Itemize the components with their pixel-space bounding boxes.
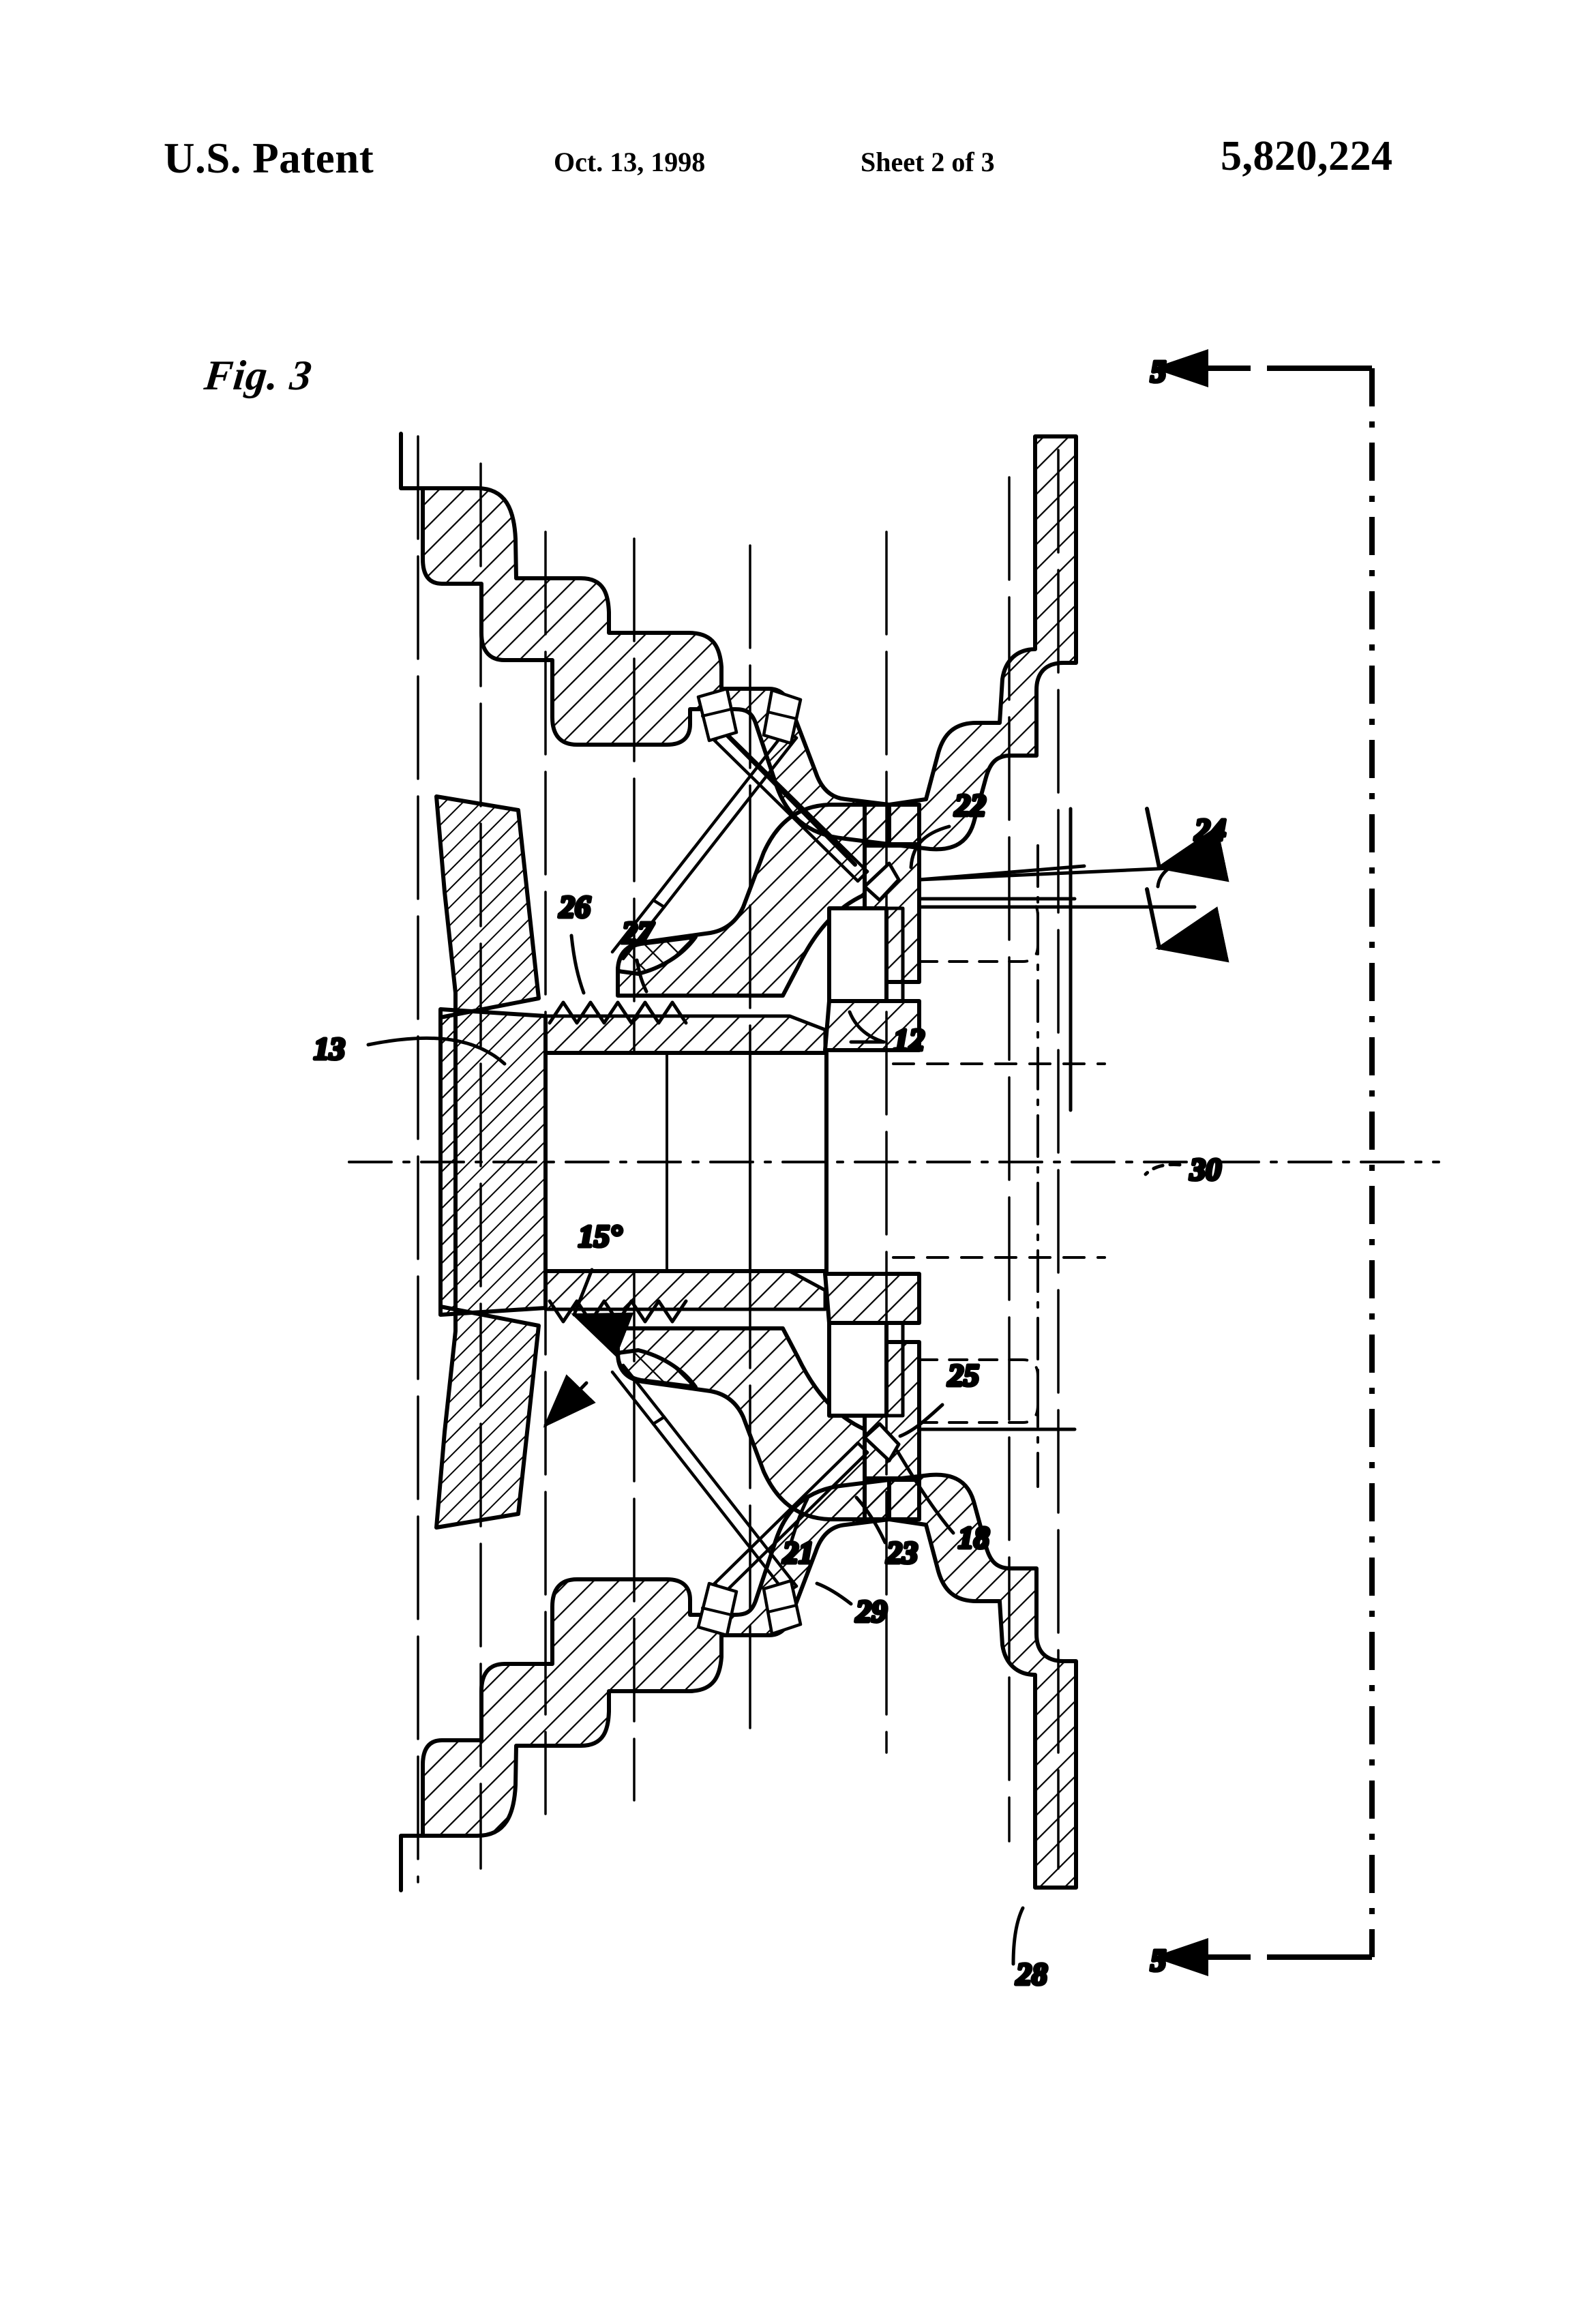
hub-shell-lower bbox=[616, 1272, 921, 1521]
patent-number: 5,820,224 bbox=[1221, 133, 1393, 179]
ref-23: 23 bbox=[886, 1535, 918, 1570]
ref-30: 30 bbox=[1189, 1152, 1221, 1187]
section-label-bottom: 5 bbox=[1150, 1943, 1166, 1978]
patent-header: U.S. Patent Oct. 13, 1998 Sheet 2 of 3 5… bbox=[0, 133, 1582, 195]
section-arrow-top bbox=[1152, 349, 1208, 387]
ref-24: 24 bbox=[1194, 812, 1226, 847]
patent-office-title: U.S. Patent bbox=[164, 134, 374, 182]
ref-13: 13 bbox=[314, 1031, 345, 1066]
dimension-24 bbox=[917, 807, 1229, 963]
bearing-upper bbox=[827, 906, 889, 1003]
hub-flange bbox=[434, 794, 548, 1530]
spokes-lower bbox=[610, 1363, 869, 1637]
leader-30 bbox=[1144, 1163, 1182, 1176]
ref-22: 22 bbox=[954, 788, 986, 822]
ref-21: 21 bbox=[782, 1535, 814, 1570]
ref-15: 15° bbox=[578, 1219, 623, 1253]
ref-28: 28 bbox=[1015, 1956, 1047, 1991]
rim-upper-section bbox=[399, 432, 1078, 852]
sheet-number: Sheet 2 of 3 bbox=[861, 147, 995, 177]
ref-29: 29 bbox=[855, 1594, 887, 1628]
ref-12: 12 bbox=[893, 1022, 925, 1057]
ref-18: 18 bbox=[958, 1520, 989, 1555]
ref-26: 26 bbox=[558, 889, 591, 924]
reference-numerals: 12 13 15° 18 21 22 23 24 25 26 27 28 29 … bbox=[312, 786, 1228, 1993]
bearing-lower bbox=[827, 1321, 889, 1418]
patent-date: Oct. 13, 1998 bbox=[554, 147, 706, 177]
ref-27: 27 bbox=[621, 915, 655, 950]
hub-shell-upper bbox=[616, 803, 921, 1052]
section-label-top: 5 bbox=[1150, 354, 1166, 389]
ref-25: 25 bbox=[947, 1358, 979, 1392]
section-arrow-bottom bbox=[1152, 1938, 1208, 1976]
leader-lines bbox=[366, 824, 1189, 1966]
